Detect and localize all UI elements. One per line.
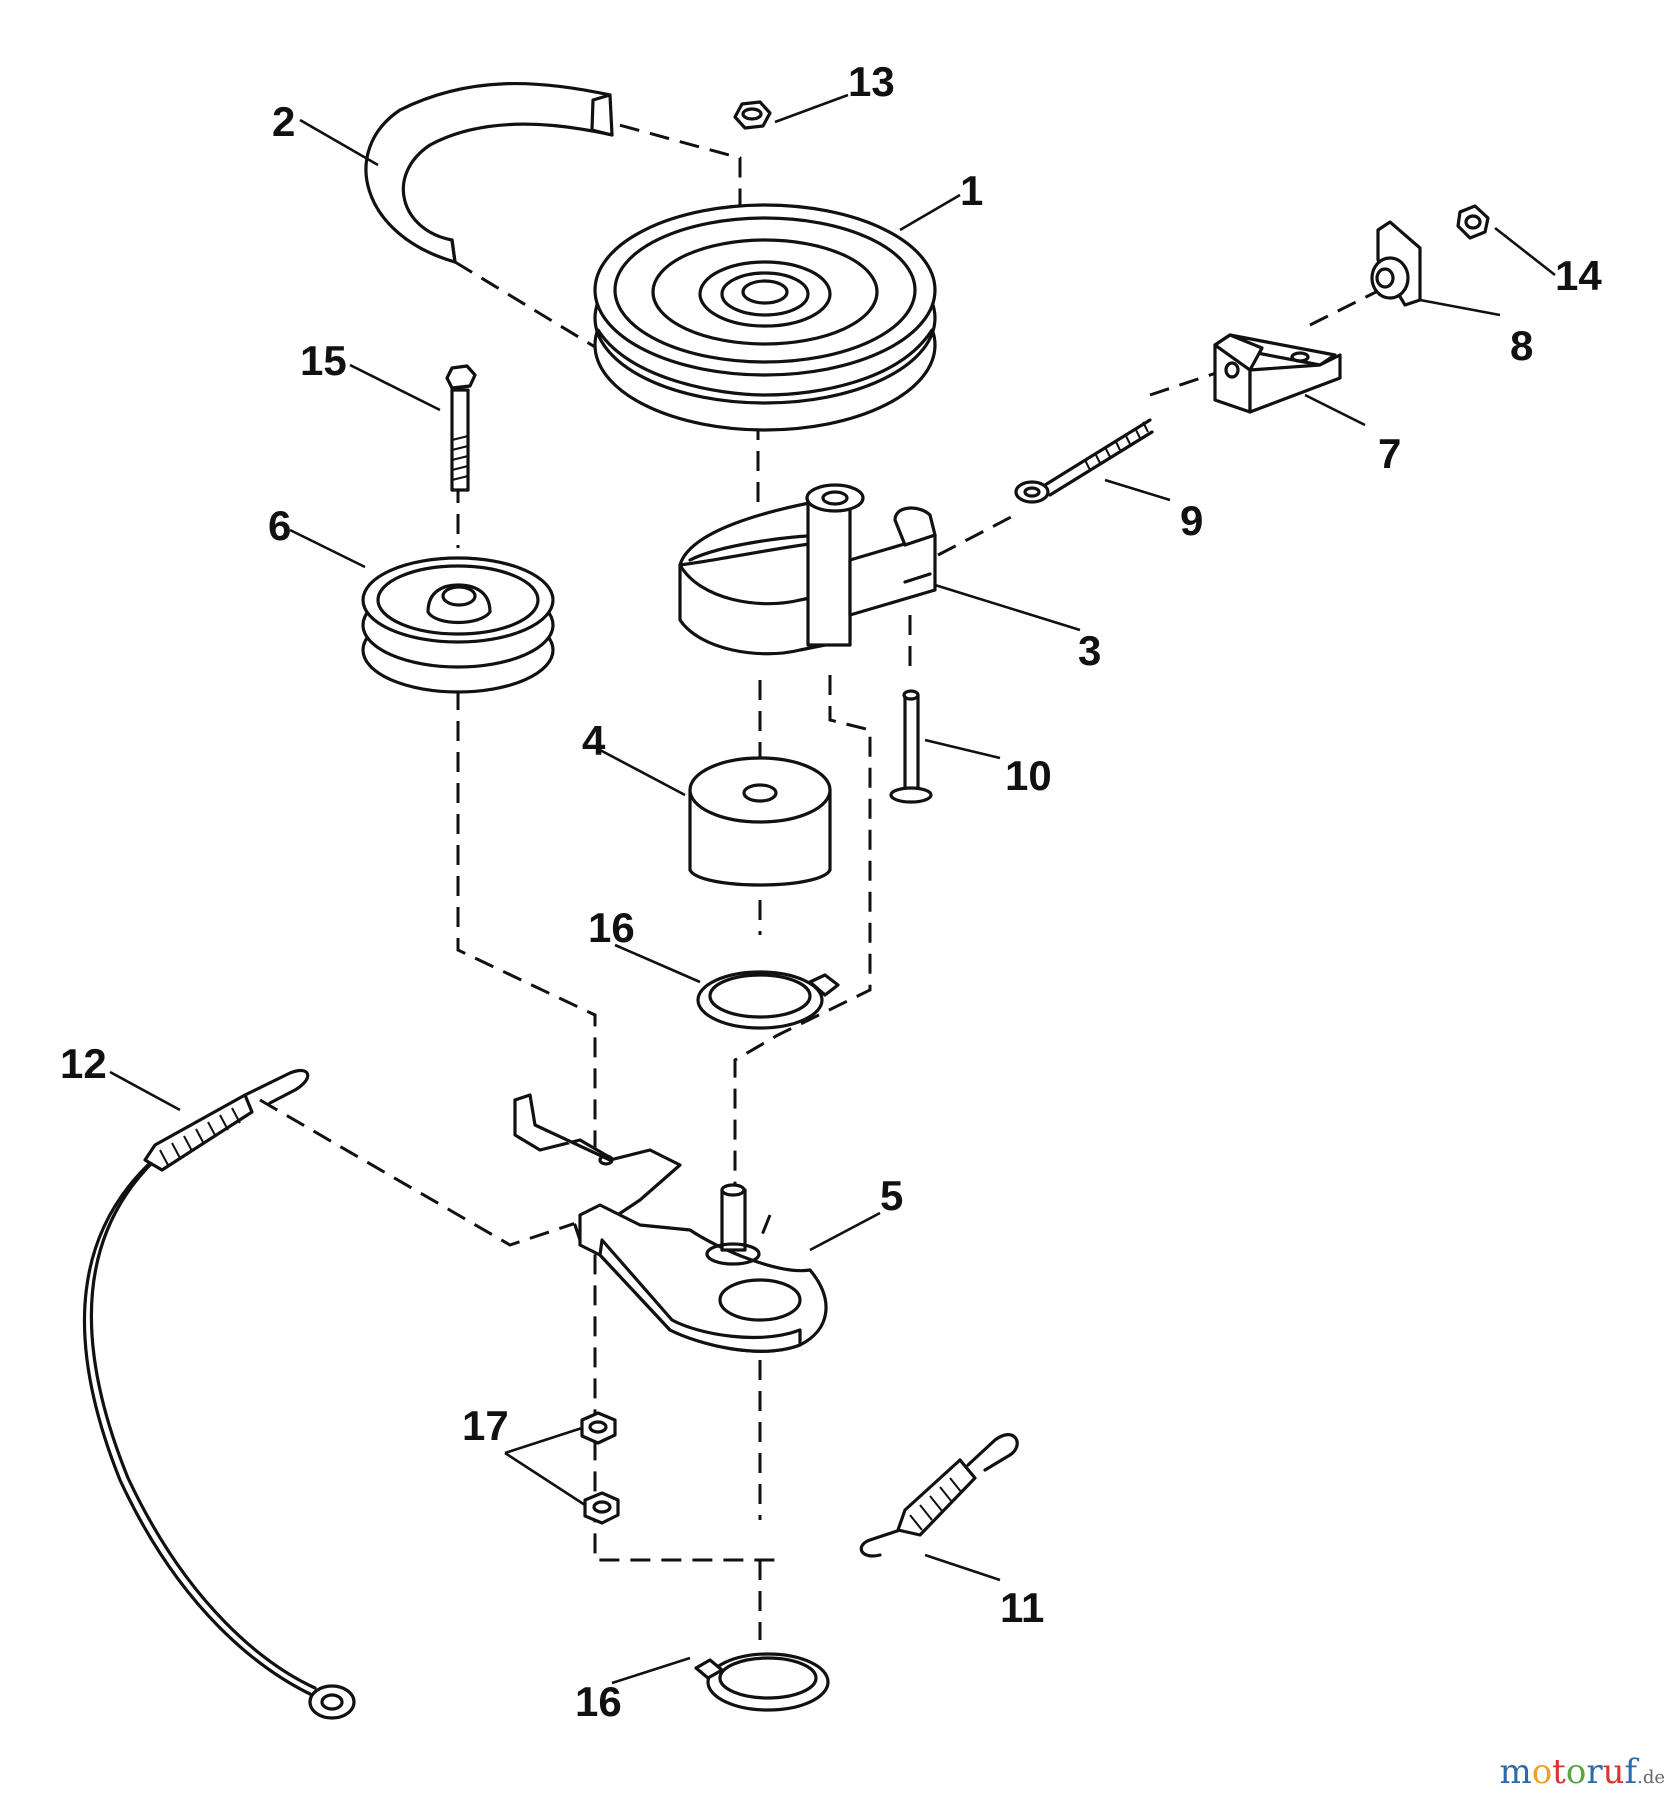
- part-11-spring: [859, 1433, 1019, 1558]
- callout-16-lower: 16: [575, 1678, 622, 1725]
- callout-16-upper: 16: [588, 904, 635, 951]
- part-13-nut: [733, 100, 772, 130]
- callout-8: 8: [1510, 322, 1533, 369]
- callout-5: 5: [880, 1172, 903, 1219]
- assembly-lines: [259, 115, 1391, 1640]
- part-17-nuts: [580, 1411, 620, 1525]
- watermark-suffix: .de: [1637, 1767, 1665, 1788]
- callout-17: 17: [462, 1402, 509, 1449]
- part-5-idler-arm: [513, 1093, 828, 1353]
- part-6-idler-pulley: [361, 556, 555, 694]
- leader-lines: [109, 93, 1556, 1685]
- part-2-belt-guard: [364, 81, 614, 264]
- part-1-pulley: [593, 203, 937, 432]
- part-7-angle-bracket: [1213, 333, 1342, 414]
- part-3-idler-bracket: [678, 483, 937, 656]
- watermark-logo: motoruf.de: [1499, 1752, 1665, 1792]
- part-4-spacer: [688, 756, 832, 887]
- callout-11: 11: [1000, 1584, 1044, 1631]
- part-15-bolt: [445, 364, 477, 492]
- part-14-nut: [1456, 204, 1490, 240]
- part-12-cable: [82, 1068, 356, 1720]
- callout-2: 2: [272, 98, 295, 145]
- callout-6: 6: [268, 502, 291, 549]
- callout-14: 14: [1555, 252, 1602, 299]
- part-16-retaining-ring-lower: [694, 1652, 830, 1712]
- callout-4: 4: [582, 717, 606, 764]
- callout-3: 3: [1078, 627, 1101, 674]
- callout-13: 13: [848, 58, 895, 105]
- part-9-eyebolt: [1014, 418, 1154, 504]
- callout-7: 7: [1378, 430, 1401, 477]
- part-16-retaining-ring-upper: [696, 970, 840, 1030]
- part-8-clip-nut: [1370, 220, 1422, 307]
- callout-1: 1: [960, 167, 983, 214]
- callout-labels: 2 13 1 14 8 7 9 3 15 6 4 10 16 12 5 17 1…: [60, 58, 1602, 1725]
- callout-10: 10: [1005, 752, 1052, 799]
- callout-15: 15: [300, 337, 347, 384]
- part-10-pin: [889, 689, 933, 804]
- callout-12: 12: [60, 1040, 107, 1087]
- callout-9: 9: [1180, 497, 1203, 544]
